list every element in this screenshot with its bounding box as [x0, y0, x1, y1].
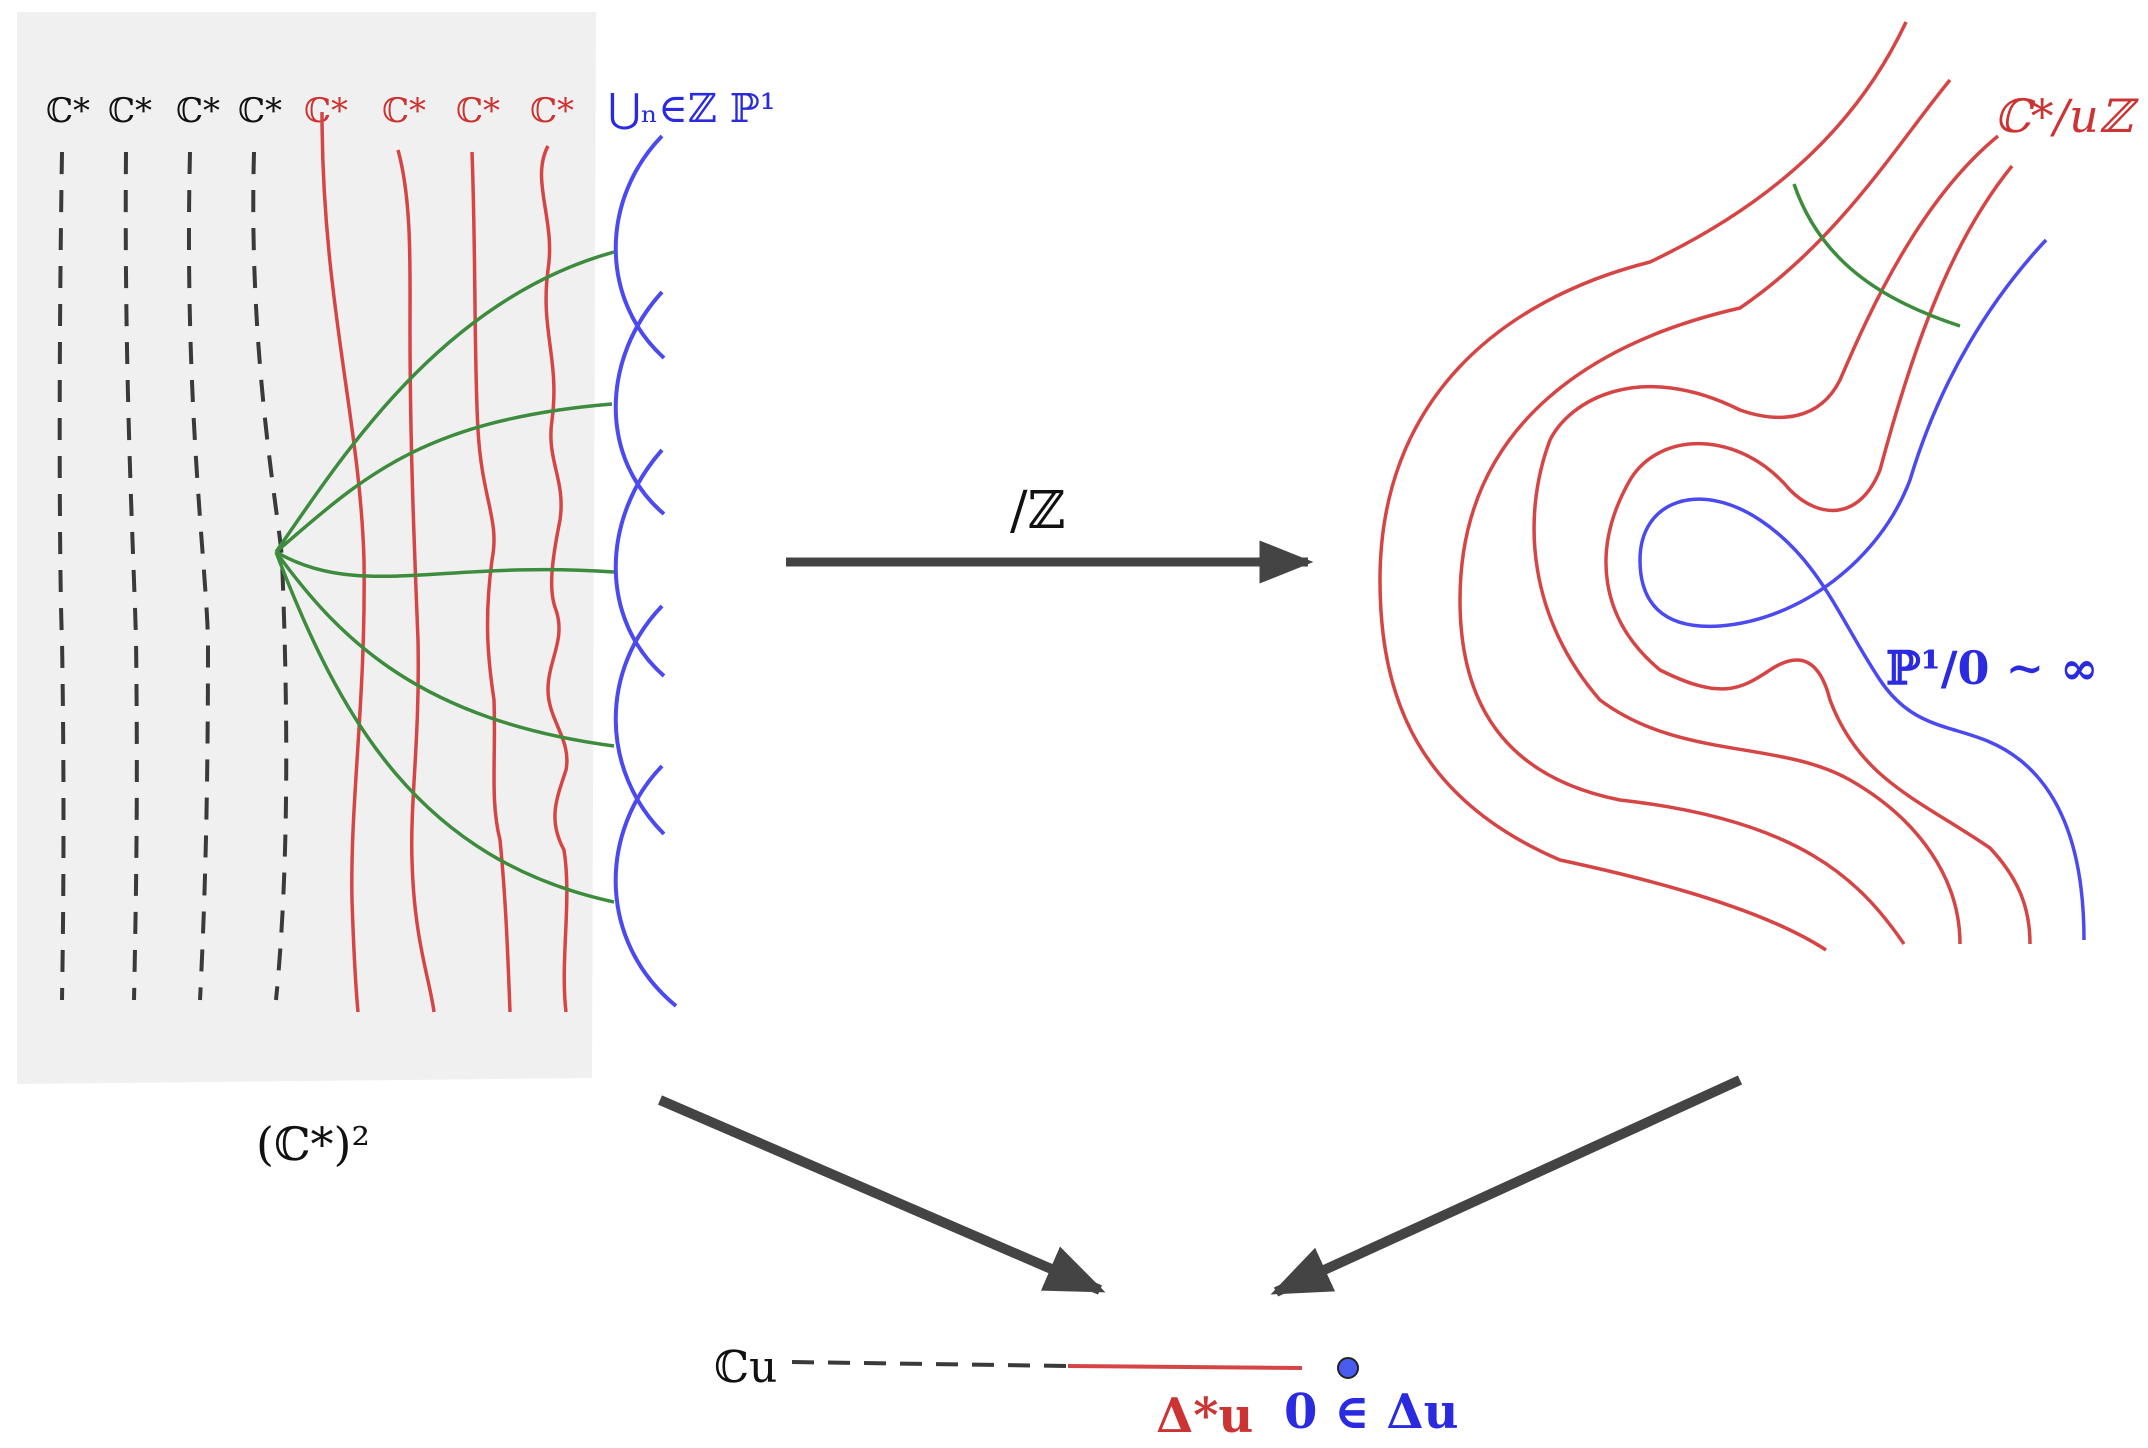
nodal-p1-label: ℙ¹/0 ∼ ∞: [1886, 641, 2098, 695]
left-panel-caption: (ℂ*)²: [256, 1117, 370, 1171]
black-fiber-2: [123, 151, 139, 1001]
punctured-disk-label: Δ*u: [1156, 1388, 1253, 1444]
black-dashed-fibers: [57, 151, 289, 1001]
red-fiber-4: [539, 145, 569, 1013]
green-sections: [274, 250, 615, 904]
column-label-black-2: ℂ*: [108, 91, 152, 131]
green-section-5: [274, 551, 615, 904]
column-label-red-4: ℂ*: [530, 91, 574, 131]
quotient-label: ℂ*/uℤ: [1994, 89, 2140, 143]
red-fiber-1: [320, 111, 366, 1013]
black-fiber-1: [57, 151, 66, 1001]
quotient-curve-2: [1458, 78, 1952, 945]
p1-arc-4: [613, 604, 666, 836]
left-projection-arrow: [658, 1095, 1106, 1295]
base-dashed-line: [791, 1360, 1069, 1368]
p1-arc-5: [613, 764, 678, 1008]
p1-arc-1: [613, 134, 666, 360]
union-p1-label: ⋃ₙ∈ℤ ℙ¹: [608, 86, 776, 132]
black-fiber-4: [251, 151, 289, 1001]
right-projection-arrow: [1270, 1075, 1743, 1297]
column-labels: ℂ* ℂ* ℂ* ℂ* ℂ* ℂ* ℂ* ℂ*: [46, 91, 574, 131]
disk-label: 0 ∈ Δu: [1284, 1384, 1459, 1440]
origin-point: [1337, 1357, 1359, 1379]
black-fiber-3: [186, 151, 211, 1001]
green-section-3: [275, 550, 615, 579]
quotient-curve-4: [1604, 164, 2032, 945]
p1-arc-2: [613, 290, 666, 516]
quotient-curve-1: [1378, 21, 1908, 952]
quotient-arrow-label: /ℤ: [1010, 481, 1065, 541]
quotient-curve-3: [1532, 134, 2000, 945]
red-fibers: [320, 111, 569, 1013]
left-panel-background: [17, 12, 596, 1084]
complex-line-label: ℂu: [714, 1342, 777, 1393]
green-section-2: [274, 402, 613, 554]
column-label-red-1: ℂ*: [304, 91, 348, 131]
blue-p1-chain: [613, 134, 678, 1008]
green-section-1: [274, 250, 615, 553]
green-section-4: [274, 550, 615, 748]
punctured-disk-line: [1067, 1364, 1303, 1370]
column-label-black-4: ℂ*: [238, 91, 282, 131]
p1-arc-3: [613, 448, 666, 678]
column-label-black-3: ℂ*: [176, 91, 220, 131]
column-label-black-1: ℂ*: [46, 91, 90, 131]
nodal-p1-curve: [1638, 238, 2086, 941]
red-fiber-2: [396, 149, 436, 1013]
quotient-green-section: [1792, 183, 1961, 328]
red-fiber-3: [470, 151, 512, 1013]
column-label-red-2: ℂ*: [382, 91, 426, 131]
column-label-red-3: ℂ*: [456, 91, 500, 131]
quotient-red-curves: [1378, 21, 2032, 952]
